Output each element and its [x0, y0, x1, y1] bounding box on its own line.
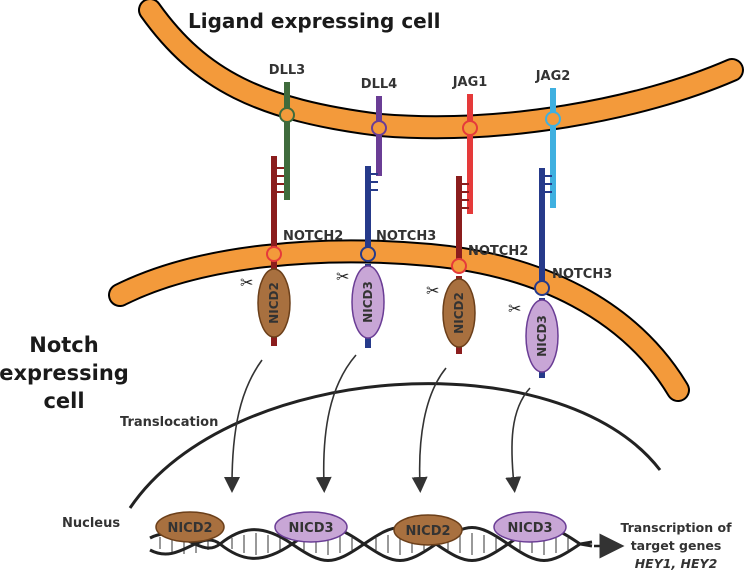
- notch-cell-title-line1: Notch: [29, 333, 98, 357]
- notch-cell-title-line3: cell: [43, 389, 84, 413]
- arrow-3: [411, 367, 447, 493]
- receptor-label-4: NOTCH3: [552, 267, 612, 282]
- receptor-label-3: NOTCH2: [468, 244, 528, 259]
- arrow-4: [505, 387, 531, 493]
- nicd-label-1: NICD2: [267, 282, 281, 324]
- nucleus-nicd-2: NICD3: [274, 511, 348, 543]
- translocation-label: Translocation: [120, 415, 218, 430]
- transcription-line2: target genes: [631, 538, 722, 553]
- nicd-label-2: NICD3: [361, 281, 375, 323]
- arrow-2: [315, 354, 357, 493]
- nucleus-nicd-4: NICD3: [493, 511, 567, 543]
- receptor-notch3-2: NICD3 NOTCH3 ✂: [508, 168, 612, 378]
- ligand-dll3: DLL3: [269, 63, 305, 200]
- ligand-label-dll4: DLL4: [361, 77, 397, 92]
- ligand-cell-membrane: [138, 0, 744, 140]
- ligand-jag2: JAG2: [535, 69, 571, 208]
- transcription-line1: Transcription of: [620, 520, 732, 535]
- notch-cell-title-line2: expressing: [0, 361, 129, 385]
- receptor-label-2: NOTCH3: [376, 229, 436, 244]
- ligand-dll4: DLL4: [361, 77, 397, 176]
- nucleus-nicd-label-4: NICD3: [507, 521, 552, 536]
- nicd-label-4: NICD3: [535, 315, 549, 357]
- scissors-icon: ✂: [508, 301, 521, 318]
- notch-cell-membrane: [108, 239, 690, 402]
- translocation-arrows: [224, 354, 531, 493]
- ligand-jag1: JAG1: [452, 75, 488, 214]
- nucleus-nicd-3: NICD2: [393, 514, 463, 546]
- scissors-icon: ✂: [426, 283, 439, 300]
- arrow-1: [224, 359, 263, 493]
- nicd-label-3: NICD2: [452, 292, 466, 334]
- nucleus-nicd-label-1: NICD2: [167, 521, 212, 536]
- scissors-icon: ✂: [336, 269, 349, 286]
- receptor-notch2-1: NICD2 NOTCH2 ✂: [240, 156, 343, 346]
- nucleus-nicd-label-3: NICD2: [405, 524, 450, 539]
- receptor-notch3-1: NICD3 NOTCH3 ✂: [336, 166, 436, 348]
- ligand-label-dll3: DLL3: [269, 63, 305, 78]
- ligand-label-jag2: JAG2: [535, 69, 571, 84]
- nucleus-label: Nucleus: [62, 516, 120, 531]
- receptor-label-1: NOTCH2: [283, 229, 343, 244]
- ligand-cell-title: Ligand expressing cell: [188, 9, 440, 33]
- nucleus-nicd-1: NICD2: [155, 511, 225, 543]
- ligand-label-jag1: JAG1: [452, 75, 488, 90]
- target-genes: HEY1, HEY2: [635, 556, 718, 571]
- receptor-notch2-2: NICD2 NOTCH2 ✂: [426, 176, 528, 354]
- nuclear-envelope: [128, 382, 662, 509]
- scissors-icon: ✂: [240, 275, 253, 292]
- nucleus-nicd-label-2: NICD3: [288, 521, 333, 536]
